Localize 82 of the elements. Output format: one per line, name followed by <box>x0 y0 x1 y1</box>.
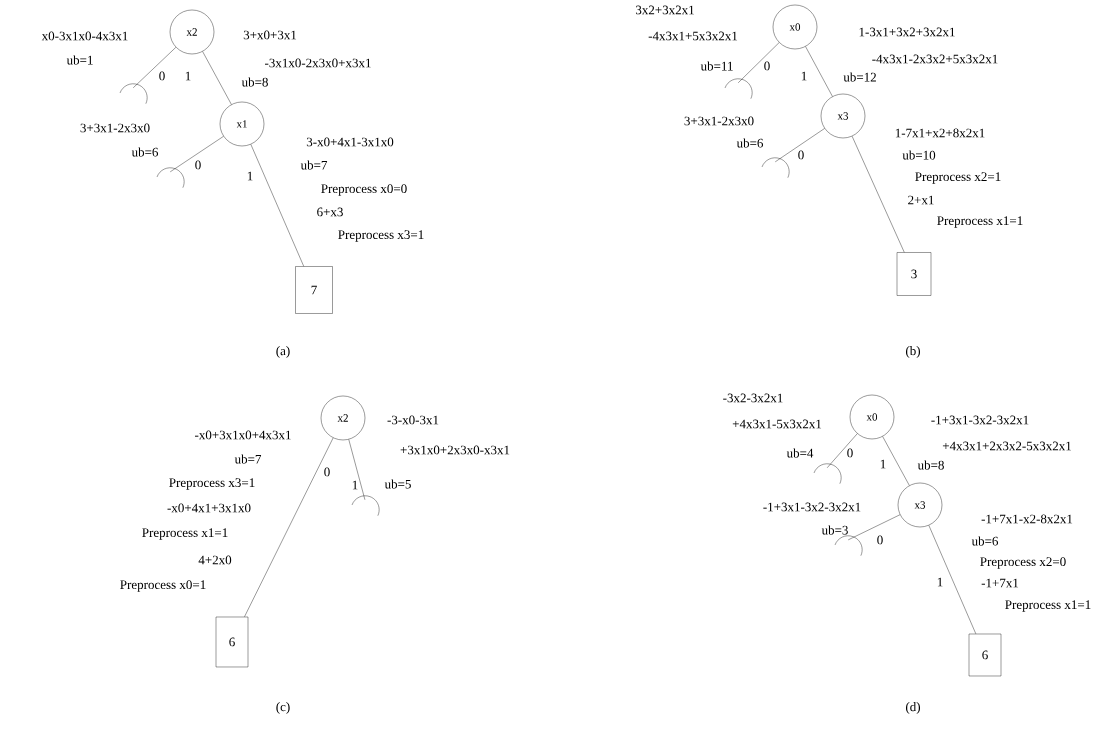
branch-line <box>170 136 224 173</box>
branch-line <box>805 46 833 97</box>
branch-label: 0 <box>847 448 853 458</box>
annotation: ub=6 <box>971 536 999 546</box>
pruned-arc <box>156 167 185 188</box>
annotation: 3+3x1-2x3x0 <box>80 123 150 133</box>
annotation: -1+7x1 <box>981 578 1019 588</box>
annotation: -3x2-3x2x1 <box>723 393 783 403</box>
branch-line <box>928 525 977 634</box>
annotation: Preprocess x1=1 <box>142 528 228 540</box>
annotation: 3x2+3x2x1 <box>635 5 694 15</box>
annotation: ub=8 <box>241 77 268 87</box>
annotation: ub=5 <box>384 479 411 489</box>
annotation: -3x1x0-2x3x0+x3x1 <box>265 58 371 68</box>
annotation: 1-7x1+x2+8x2x1 <box>895 128 985 138</box>
annotation: Preprocess x3=1 <box>169 478 255 490</box>
branch-line <box>826 433 858 468</box>
annotation: -1+3x1-3x2-3x2x1 <box>931 415 1029 425</box>
branch-label: 1 <box>880 459 886 469</box>
branch-line <box>738 42 780 83</box>
annotation: -4x3x1+5x3x2x1 <box>648 31 738 41</box>
branch-label: 0 <box>764 61 770 71</box>
branch-line <box>348 439 366 500</box>
annotation: Preprocess x0=1 <box>120 580 206 592</box>
branch-line <box>882 436 910 486</box>
branch-label: 1 <box>352 480 358 490</box>
annotation: ub=4 <box>786 448 814 458</box>
branch-label: 0 <box>159 71 165 81</box>
branch-label: 0 <box>798 150 804 160</box>
annotation: Preprocess x2=0 <box>980 557 1066 569</box>
branch-line <box>250 144 304 267</box>
annotation: -3-x0-3x1 <box>387 415 439 425</box>
annotation: ub=10 <box>902 150 936 160</box>
annotation: -x0+4x1+3x1x0 <box>167 503 251 513</box>
annotation: Preprocess x0=0 <box>321 184 407 196</box>
annotation: Preprocess x1=1 <box>1005 600 1091 612</box>
annotation: 3+3x1-2x3x0 <box>684 116 754 126</box>
annotation: ub=8 <box>917 460 944 470</box>
caption: (b) <box>906 346 920 358</box>
branch-label: 1 <box>937 577 943 587</box>
branch-line <box>133 47 177 88</box>
annotation: -4x3x1-2x3x2+5x3x2x1 <box>872 54 998 64</box>
annotation: 4+2x0 <box>198 555 232 565</box>
annotation: Preprocess x1=1 <box>937 216 1023 228</box>
branch-line <box>775 128 825 163</box>
annotation: 6+x3 <box>317 207 343 217</box>
annotation: Preprocess x2=1 <box>915 172 1001 184</box>
leaf-box: 6 <box>968 633 1002 677</box>
pruned-arc <box>351 495 380 516</box>
caption: (a) <box>276 346 290 358</box>
pruned-arc <box>834 535 863 556</box>
annotation: ub=7 <box>300 160 328 170</box>
annotation: +4x3x1-5x3x2x1 <box>732 419 822 429</box>
annotation: ub=3 <box>821 525 848 535</box>
leaf-box: 7 <box>295 266 333 314</box>
annotation: 2+x1 <box>908 195 934 205</box>
branch-line <box>202 51 232 105</box>
branch-label: 1 <box>185 71 191 81</box>
branch-line <box>244 437 334 617</box>
annotation: +4x3x1+2x3x2-5x3x2x1 <box>942 441 1071 451</box>
branch-label: 0 <box>195 160 201 170</box>
branch-label: 1 <box>801 71 807 81</box>
branch-label: 0 <box>324 467 330 477</box>
annotation: -x0+3x1x0+4x3x1 <box>195 430 291 440</box>
caption: (c) <box>276 702 290 714</box>
annotation: -1+7x1-x2-8x2x1 <box>981 514 1073 524</box>
branch-label: 1 <box>247 171 253 181</box>
annotation: +3x1x0+2x3x0-x3x1 <box>400 445 510 455</box>
leaf-box: 6 <box>215 616 249 668</box>
annotation: 1-3x1+3x2+3x2x1 <box>859 27 955 37</box>
pruned-arc <box>119 83 148 104</box>
branch-label: 0 <box>877 535 883 545</box>
annotation: -1+3x1-3x2-3x2x1 <box>763 502 861 512</box>
branch-line <box>851 136 905 253</box>
annotation: ub=7 <box>234 454 262 464</box>
pruned-arc <box>761 157 790 178</box>
annotation: x0-3x1x0-4x3x1 <box>41 31 128 41</box>
pruned-arc <box>813 463 842 484</box>
leaf-box: 3 <box>896 252 932 296</box>
branch-line <box>848 514 901 541</box>
pruned-arc <box>724 78 753 99</box>
caption: (d) <box>906 702 920 714</box>
